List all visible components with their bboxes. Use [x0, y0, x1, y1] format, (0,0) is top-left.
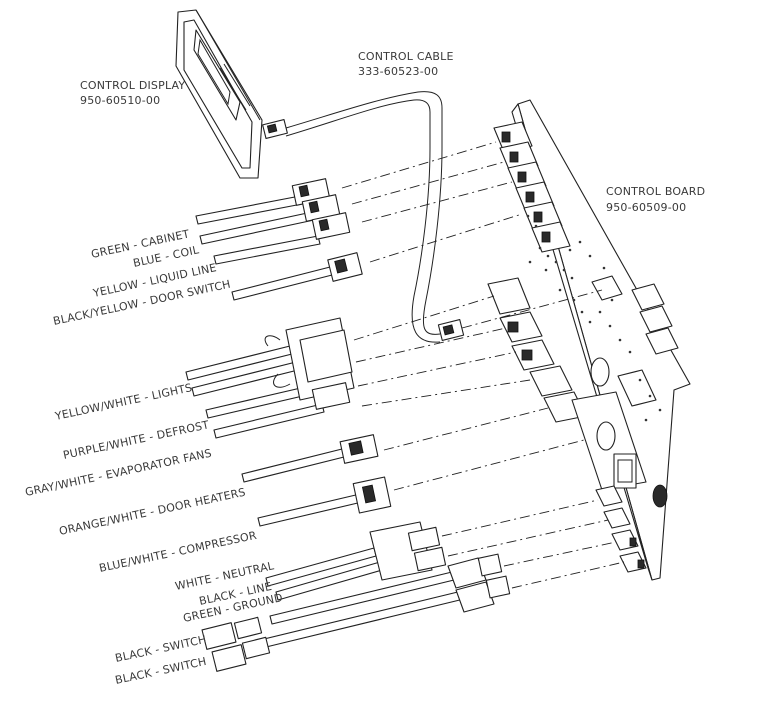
component-labels: CONTROL DISPLAY 950-60510-00 CONTROL CAB… — [80, 50, 705, 214]
control-cable — [285, 91, 465, 343]
board-upper-terminals — [493, 121, 571, 253]
board-component-pads — [526, 214, 662, 422]
board-power-section — [571, 275, 679, 573]
wire-label-lights: YELLOW/WHITE - LIGHTS — [53, 381, 193, 423]
board-part-label: 950-60509-00 — [606, 201, 686, 214]
display-part-label: 950-60510-00 — [80, 94, 160, 107]
cable-part-label: 333-60523-00 — [358, 65, 438, 78]
board-mid-terminals — [487, 277, 587, 423]
wire-label-evap-fans: GRAY/WHITE - EVAPORATOR FANS — [24, 447, 213, 499]
harness-wires — [185, 178, 511, 672]
display-name-label: CONTROL DISPLAY — [80, 79, 185, 92]
cable-name-label: CONTROL CABLE — [358, 50, 454, 63]
leader-lines — [341, 141, 625, 589]
board-name-label: CONTROL BOARD — [606, 185, 705, 198]
wire-label-door-heaters: ORANGE/WHITE - DOOR HEATERS — [58, 486, 247, 538]
control-display-module — [175, 9, 288, 179]
control-board — [487, 99, 691, 581]
